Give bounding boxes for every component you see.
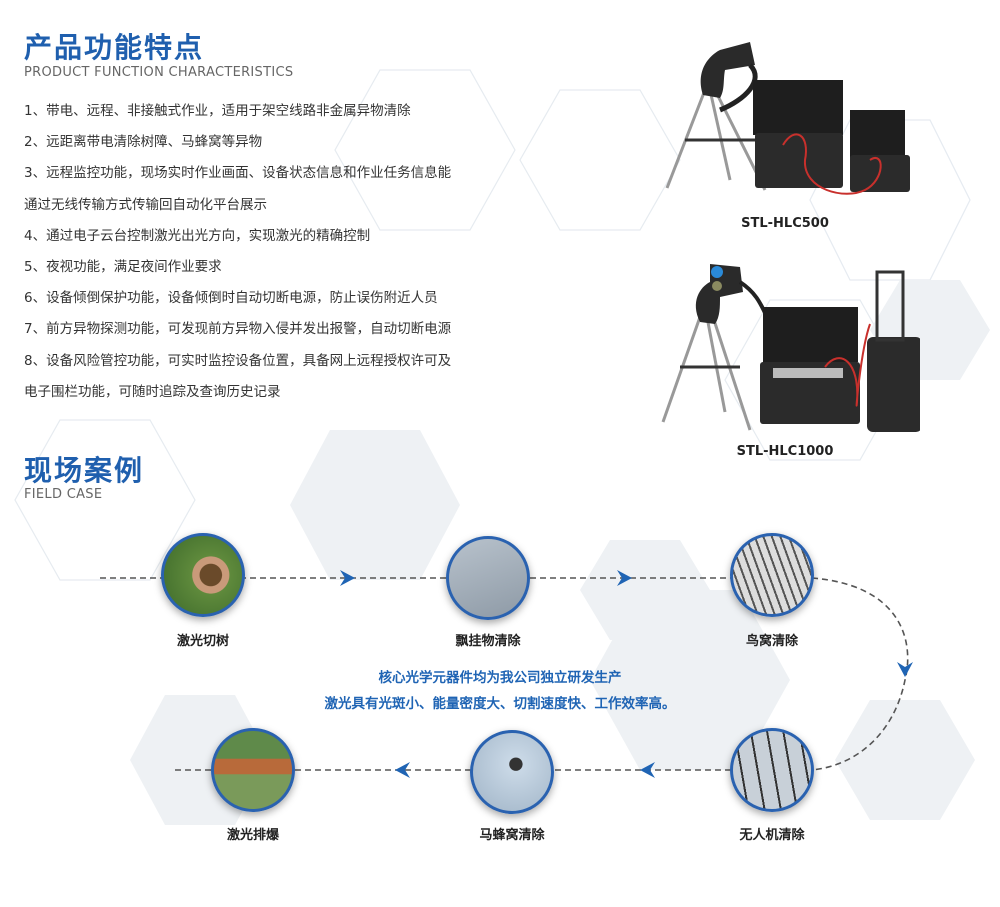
feature-line: 8、设备风险管控功能，可实时监控设备位置，具备网上远程授权许可及 [24, 352, 452, 369]
feature-line: 通过无线传输方式传输回自动化平台展示 [24, 196, 267, 213]
product-image-hlc500 [665, 42, 910, 195]
case-photo-tree-cutting [161, 533, 245, 617]
case-label: 鸟窝清除 [745, 634, 798, 649]
case-photo-hanging-debris [446, 536, 530, 620]
feature-line: 6、设备倾倒保护功能，设备倾倒时自动切断电源，防止误伤附近人员 [24, 290, 438, 307]
arrow-right-icon [340, 570, 355, 586]
arrow-down-icon [897, 662, 913, 677]
field-case-note: 激光具有光斑小、能量密度大、切割速度快、工作效率高。 [324, 696, 676, 712]
product-model-label: STL-HLC1000 [736, 444, 834, 459]
case-photo-explosive-disposal [211, 728, 295, 812]
field-case-note: 核心光学元器件均为我公司独立研发生产 [378, 670, 622, 686]
arrow-left-icon [395, 762, 410, 778]
arrow-left-icon [640, 762, 655, 778]
features-title: 产品功能特点 [24, 31, 205, 64]
case-label: 飘挂物清除 [455, 634, 521, 649]
features-subtitle: PRODUCT FUNCTION CHARACTERISTICS [24, 65, 294, 80]
case-photo-drone-removal [730, 728, 814, 812]
case-label: 激光排爆 [226, 828, 279, 843]
case-photo-bird-nest [730, 533, 814, 617]
product-image-hlc1000 [661, 264, 920, 432]
field-case-title: 现场案例 [24, 454, 145, 487]
case-photo-hornet-nest [470, 730, 554, 814]
feature-line: 7、前方异物探测功能，可发现前方异物入侵并发出报警，自动切断电源 [24, 321, 452, 338]
feature-line: 3、远程监控功能，现场实时作业画面、设备状态信息和作业任务信息能 [24, 165, 452, 182]
feature-line: 5、夜视功能，满足夜间作业要求 [24, 259, 222, 276]
case-label: 无人机清除 [739, 828, 805, 843]
features-list: 1、带电、远程、非接触式作业，适用于架空线路非金属异物清除 2、远距离带电清除树… [24, 96, 544, 408]
feature-line: 电子围栏功能，可随时追踪及查询历史记录 [24, 383, 281, 400]
feature-line: 4、通过电子云台控制激光出光方向，实现激光的精确控制 [24, 227, 371, 244]
feature-line: 1、带电、远程、非接触式作业，适用于架空线路非金属异物清除 [24, 103, 411, 119]
feature-line: 2、远距离带电清除树障、马蜂窝等异物 [24, 134, 263, 151]
case-label: 激光切树 [176, 634, 229, 649]
case-label: 马蜂窝清除 [479, 828, 545, 843]
product-model-label: STL-HLC500 [741, 216, 829, 231]
field-case-subtitle: FIELD CASE [24, 487, 103, 502]
arrow-right-icon [617, 570, 632, 586]
